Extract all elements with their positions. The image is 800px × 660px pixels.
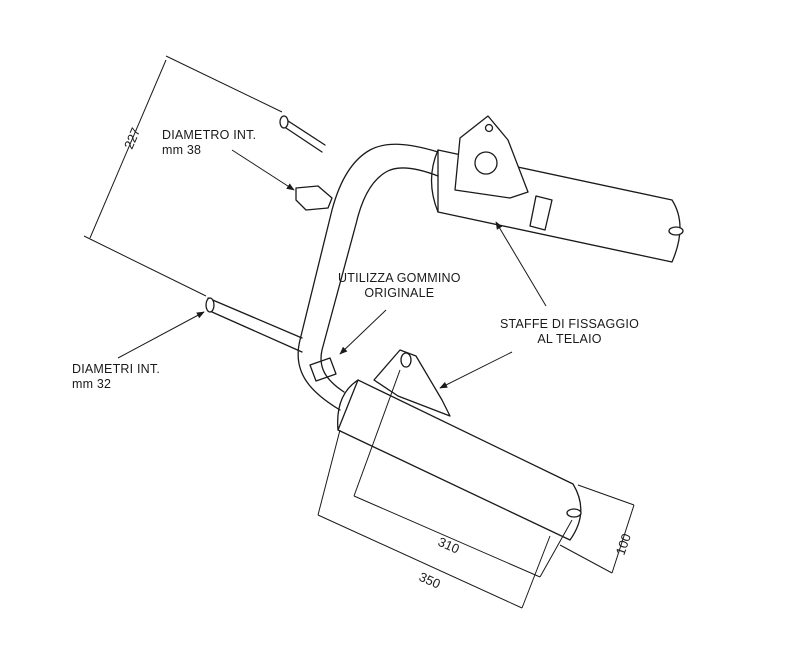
connecting-pipe <box>205 115 439 411</box>
lower-silencer-inlet-end <box>337 379 359 431</box>
label-gommino-line1: UTILIZZA GOMMINO <box>338 271 461 285</box>
leader-arrows <box>117 149 547 389</box>
upper-silencer <box>430 115 684 263</box>
pipe-clamp <box>295 185 333 211</box>
dim-100-value: 100 <box>613 532 634 557</box>
label-gommino: UTILIZZA GOMMINO ORIGINALE <box>338 271 461 301</box>
label-staffe-line1: STAFFE DI FISSAGGIO <box>500 317 639 331</box>
dim-227-value: 227 <box>121 125 143 151</box>
lower-silencer-body <box>337 379 582 541</box>
arrow-staffe-upper <box>495 221 547 307</box>
arrow-diametro-int <box>231 149 295 191</box>
upper-inlet-pipe <box>281 116 326 153</box>
lower-silencer <box>309 349 582 541</box>
label-staffe-line2: AL TELAIO <box>537 332 602 346</box>
label-diametro-int: DIAMETRO INT. mm 38 <box>162 128 256 158</box>
upper-bracket-pin <box>484 123 494 133</box>
label-diametri-int-line1: DIAMETRI INT. <box>72 362 161 376</box>
lower-silencer-outlet <box>566 508 582 518</box>
lower-mount-bracket <box>373 349 451 417</box>
label-gommino-line2: ORIGINALE <box>364 286 435 300</box>
arrow-staffe-lower <box>439 351 513 389</box>
lower-bracket-hole <box>400 352 412 368</box>
dimension-227 <box>83 55 283 297</box>
label-diametro-int-line1: DIAMETRO INT. <box>162 128 257 142</box>
arrow-diametri-int <box>117 311 205 359</box>
label-diametri-int: DIAMETRI INT. mm 32 <box>72 362 160 392</box>
arrow-gommino <box>339 309 387 355</box>
upper-inlet-mouth <box>279 115 289 129</box>
upper-silencer-outlet <box>668 226 684 236</box>
label-diametri-int-line2: mm 32 <box>72 377 112 391</box>
label-diametro-int-line2: mm 38 <box>162 143 202 157</box>
dim-310-value: 310 <box>436 534 462 557</box>
lower-inlet-mouth <box>205 297 215 313</box>
lower-inlet-pipe <box>207 297 303 353</box>
upper-silencer-inlet-end <box>430 149 439 213</box>
dimension-lines <box>317 369 635 609</box>
upper-silencer-tab <box>529 195 553 231</box>
rubber-grommet <box>309 357 337 382</box>
upper-bracket-hole <box>474 151 498 175</box>
label-staffe: STAFFE DI FISSAGGIO AL TELAIO <box>500 317 639 347</box>
dim-350-value: 350 <box>417 569 443 592</box>
